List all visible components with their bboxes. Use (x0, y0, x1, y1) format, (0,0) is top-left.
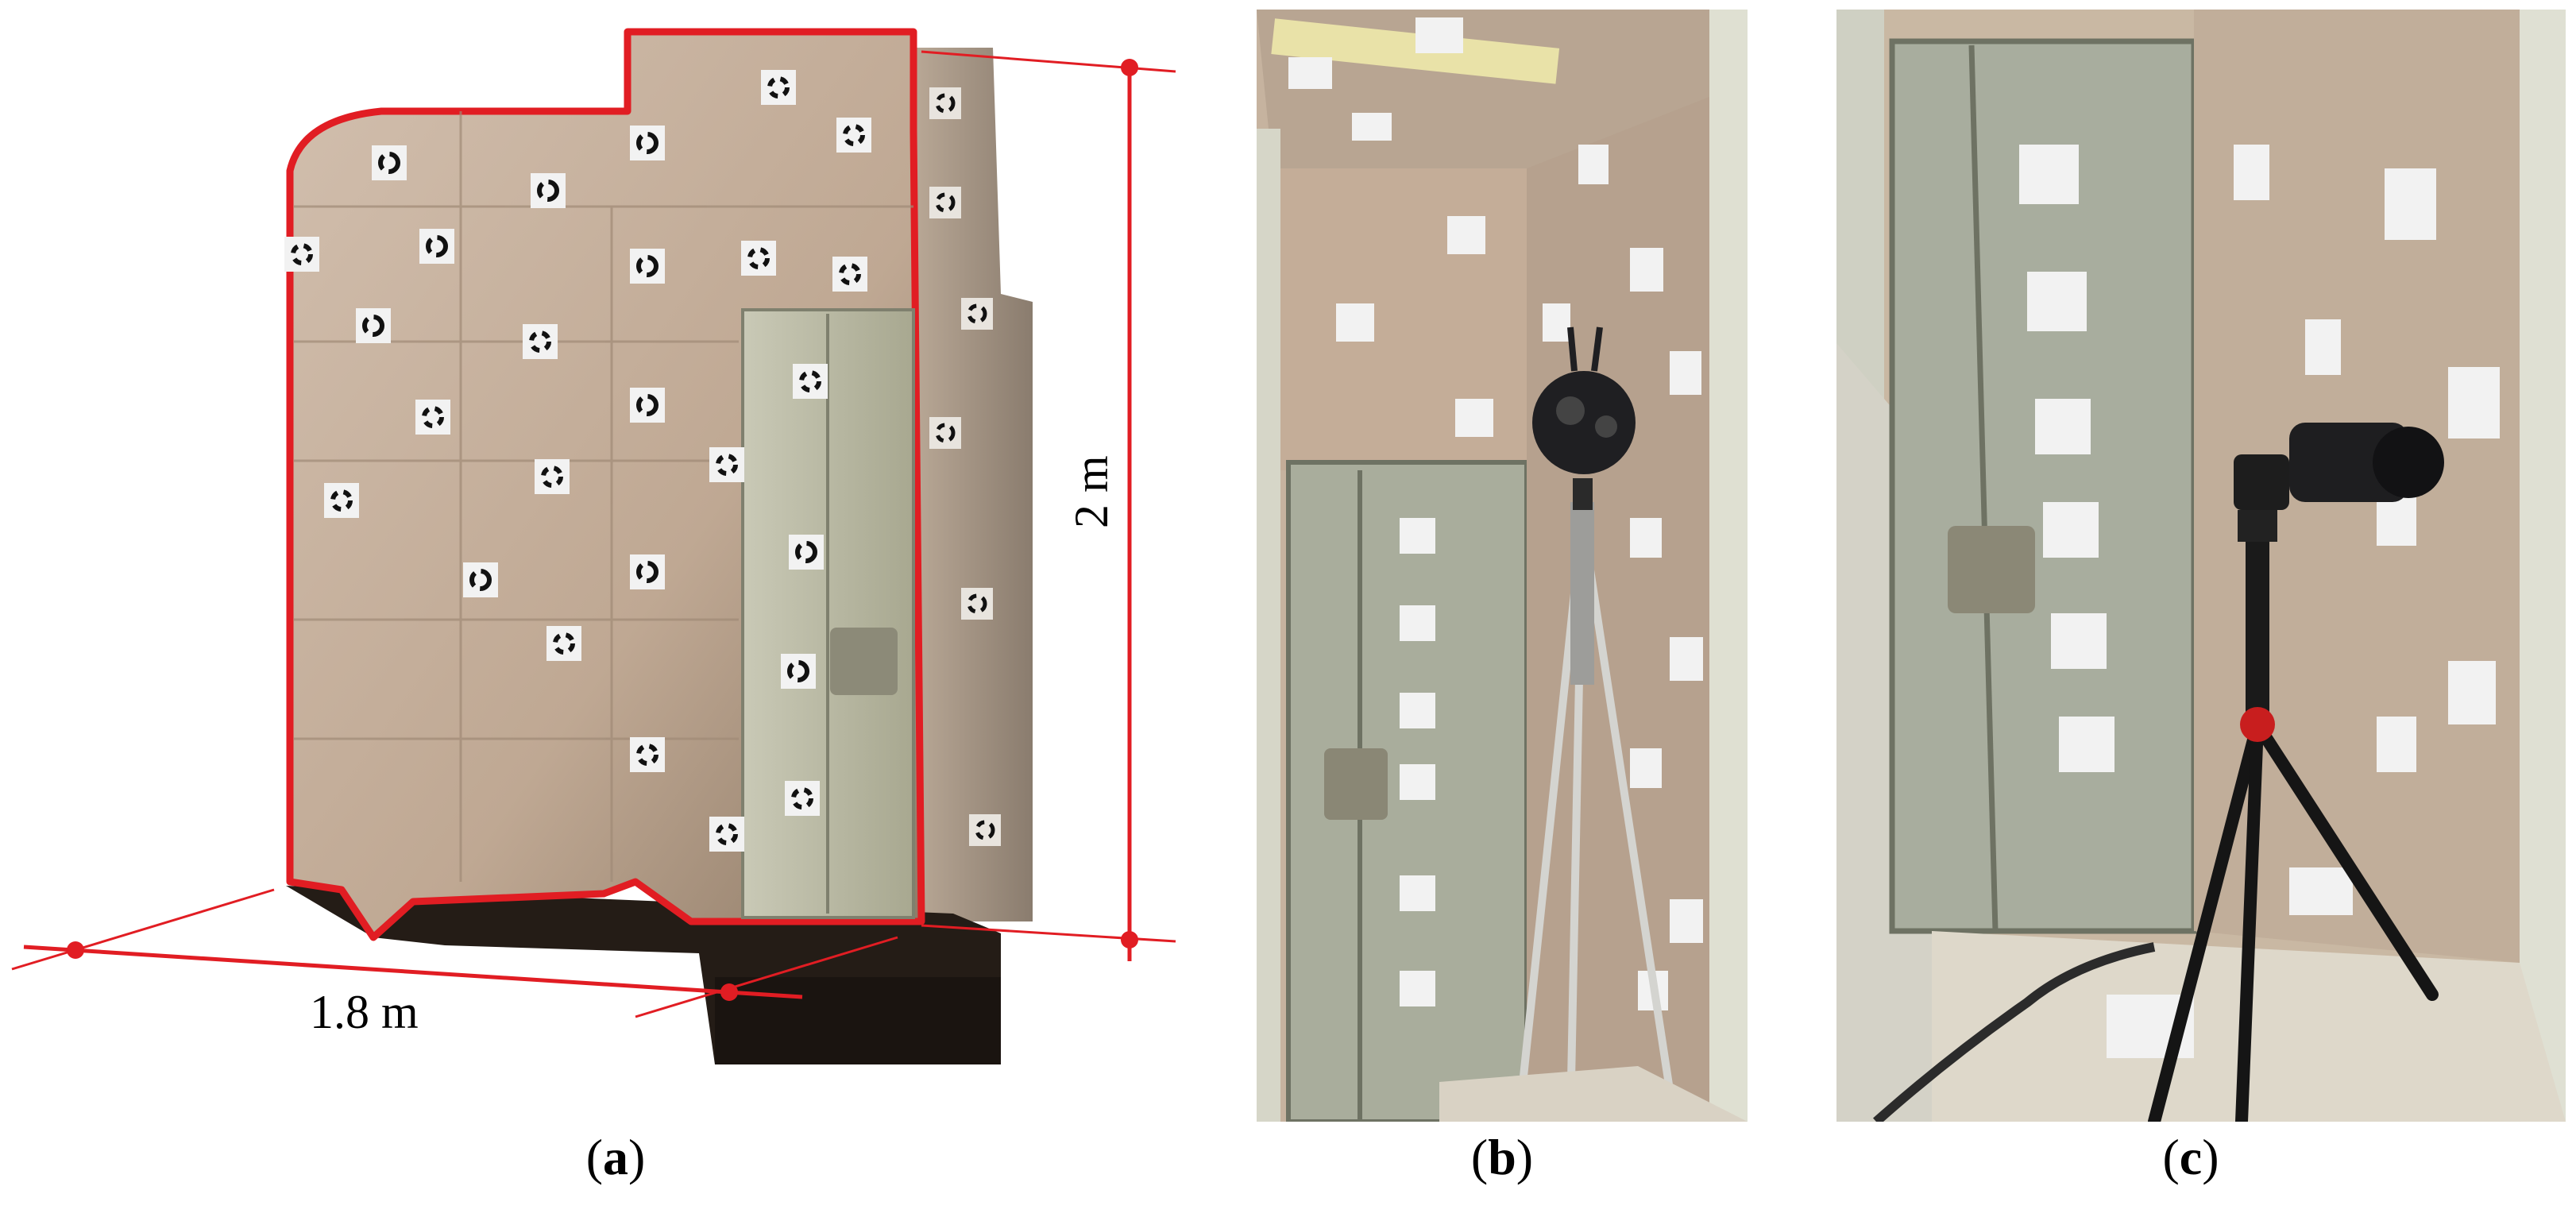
panel-a-caption: (a) (585, 1129, 646, 1185)
panel-a: 1.8 m 2 m (0, 0, 1191, 1128)
panel-b-caption: (b) (1470, 1129, 1534, 1185)
panel-b-photo (1257, 10, 1748, 1122)
dimension-endpoints (67, 59, 1138, 1001)
height-dimension-label: 2 m (1065, 455, 1118, 528)
panel-c-caption: (c) (2162, 1129, 2219, 1185)
door-latch (830, 628, 898, 695)
step-block (715, 977, 1001, 1064)
model-3d-illustration (11, 28, 1176, 1064)
width-dimension-label: 1.8 m (310, 986, 419, 1038)
panel-c-photo (1836, 10, 2566, 1122)
camera-on-tripod-photo (1257, 10, 1748, 1122)
side-wall (913, 48, 1033, 921)
camera-rig-photo (1836, 10, 2566, 1122)
coded-targets (284, 70, 1001, 852)
